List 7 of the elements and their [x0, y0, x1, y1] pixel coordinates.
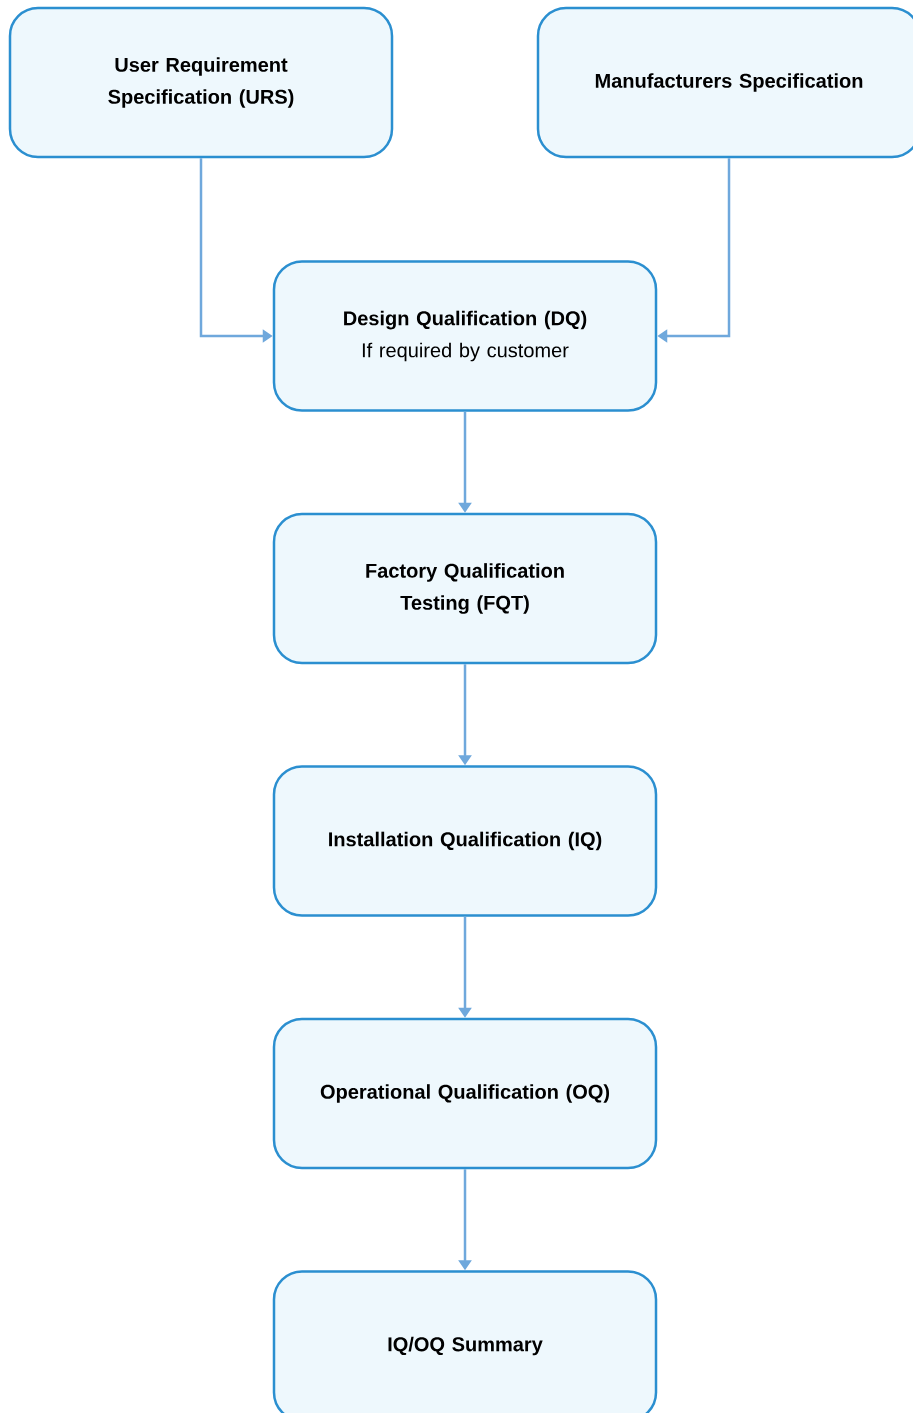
- process-box: Operational Qualification (OQ): [272, 1017, 658, 1170]
- process-box: Factory Qualification Testing (FQT): [272, 512, 658, 665]
- process-box: User Requirement Specification (URS): [8, 6, 394, 159]
- process-box: Design Qualification (DQ) If required by customer: [272, 260, 658, 412]
- process-box: Installation Qualification (IQ): [272, 765, 658, 917]
- process-box: IQ/OQ Summary: [272, 1270, 658, 1413]
- process-box: Manufacturers Specification: [536, 6, 913, 159]
